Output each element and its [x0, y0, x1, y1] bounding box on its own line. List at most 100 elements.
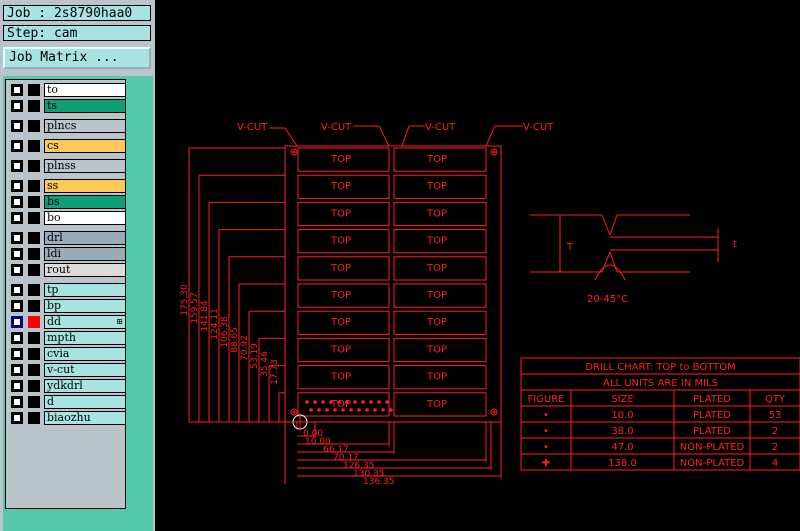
- layer-name[interactable]: plncs: [44, 119, 126, 133]
- layer-color-swatch[interactable]: [28, 84, 40, 96]
- layer-checkbox[interactable]: [11, 160, 23, 172]
- layer-name[interactable]: bp: [44, 299, 126, 313]
- layer-name[interactable]: cvia: [44, 347, 126, 361]
- expand-icon[interactable]: ⊞: [116, 317, 123, 326]
- layer-color-swatch[interactable]: [28, 212, 40, 224]
- layer-checkbox[interactable]: [11, 300, 23, 312]
- layer-checkbox[interactable]: [11, 396, 23, 408]
- layer-checkbox[interactable]: [11, 380, 23, 392]
- layer-checkbox[interactable]: [11, 284, 23, 296]
- layer-name[interactable]: plnss: [44, 159, 126, 173]
- layer-row-biaozhu[interactable]: biaozhu: [9, 411, 126, 425]
- drill-chart-cell: •: [543, 442, 549, 453]
- layer-color-swatch[interactable]: [28, 412, 40, 424]
- layer-color-swatch[interactable]: [28, 196, 40, 208]
- dimension-label: 130.35: [353, 469, 385, 479]
- layer-name[interactable]: d: [44, 395, 126, 409]
- layer-row-drl[interactable]: drl: [9, 231, 126, 245]
- layer-checkbox[interactable]: [11, 264, 23, 276]
- dimension-label: 35.46: [260, 351, 270, 377]
- layer-name[interactable]: to: [44, 83, 126, 97]
- layer-name[interactable]: drl: [44, 231, 126, 245]
- layer-color-swatch[interactable]: [28, 332, 40, 344]
- layer-row-bp[interactable]: bp: [9, 299, 126, 313]
- layer-name[interactable]: bs: [44, 195, 126, 209]
- layer-color-swatch[interactable]: [28, 120, 40, 132]
- layer-row-rout[interactable]: rout: [9, 263, 126, 277]
- layer-color-swatch[interactable]: [28, 160, 40, 172]
- layer-name[interactable]: ts: [44, 99, 126, 113]
- panel-cell: [297, 283, 390, 308]
- layer-row-dd[interactable]: dd⊞: [9, 315, 126, 329]
- layer-checkbox[interactable]: [11, 332, 23, 344]
- layer-name[interactable]: v-cut: [44, 363, 126, 377]
- layer-row-v-cut[interactable]: v-cut: [9, 363, 126, 377]
- panel-label: TOP: [330, 399, 351, 410]
- layer-name[interactable]: cs: [44, 139, 126, 153]
- layer-color-swatch[interactable]: [28, 284, 40, 296]
- layer-row-cs[interactable]: cs: [9, 139, 126, 153]
- panel-cell: [297, 229, 390, 254]
- layer-name[interactable]: tp: [44, 283, 126, 297]
- job-matrix-button[interactable]: Job Matrix ...: [3, 47, 151, 69]
- layer-row-mpth[interactable]: mpth: [9, 331, 126, 345]
- layer-checkbox[interactable]: [11, 232, 23, 244]
- layer-row-ydkdrl[interactable]: ydkdrl: [9, 379, 126, 393]
- layer-row-bo[interactable]: bo: [9, 211, 126, 225]
- layer-color-swatch[interactable]: [28, 100, 40, 112]
- panel-cell: [297, 337, 390, 363]
- layer-checkbox[interactable]: [11, 196, 23, 208]
- layer-row-tp[interactable]: tp: [9, 283, 126, 297]
- layer-color-swatch[interactable]: [28, 316, 40, 328]
- layer-name[interactable]: ss: [44, 179, 126, 193]
- layer-name[interactable]: bo: [44, 211, 126, 225]
- layer-color-swatch[interactable]: [28, 396, 40, 408]
- panel-cell: [393, 365, 487, 390]
- layer-checkbox[interactable]: [11, 248, 23, 260]
- layer-color-swatch[interactable]: [28, 364, 40, 376]
- layer-checkbox[interactable]: [11, 140, 23, 152]
- layer-name[interactable]: dd⊞: [44, 315, 126, 329]
- fiducial-dot: [333, 408, 337, 412]
- layer-color-swatch[interactable]: [28, 380, 40, 392]
- layer-row-ts[interactable]: ts: [9, 99, 126, 113]
- layer-name[interactable]: ydkdrl: [44, 379, 126, 393]
- layer-row-to[interactable]: to: [9, 83, 126, 97]
- layer-row-ss[interactable]: ss: [9, 179, 126, 193]
- layer-row-d[interactable]: d: [9, 395, 126, 409]
- drill-chart-cell: 138.0: [608, 458, 637, 469]
- tooling-hole: [490, 408, 498, 416]
- layer-checkbox[interactable]: [11, 316, 23, 328]
- tooling-hole: [290, 408, 298, 416]
- layer-checkbox[interactable]: [11, 364, 23, 376]
- layer-checkbox[interactable]: [11, 100, 23, 112]
- layer-checkbox[interactable]: [11, 120, 23, 132]
- layer-name[interactable]: biaozhu: [44, 411, 126, 425]
- layer-color-swatch[interactable]: [28, 248, 40, 260]
- panel-cell: [393, 337, 487, 363]
- layer-color-swatch[interactable]: [28, 300, 40, 312]
- fiducial-dot: [309, 408, 313, 412]
- layer-checkbox[interactable]: [11, 212, 23, 224]
- layer-name[interactable]: ldi: [44, 247, 126, 261]
- layer-color-swatch[interactable]: [28, 264, 40, 276]
- layer-color-swatch[interactable]: [28, 348, 40, 360]
- panel-label: TOP: [330, 208, 351, 219]
- layer-row-ldi[interactable]: ldi: [9, 247, 126, 261]
- fiducial-dot: [341, 408, 345, 412]
- layer-color-swatch[interactable]: [28, 180, 40, 192]
- layer-row-plncs[interactable]: plncs: [9, 119, 126, 133]
- layer-row-bs[interactable]: bs: [9, 195, 126, 209]
- layer-checkbox[interactable]: [11, 348, 23, 360]
- layer-name[interactable]: rout: [44, 263, 126, 277]
- layer-name[interactable]: mpth: [44, 331, 126, 345]
- layer-checkbox[interactable]: [11, 84, 23, 96]
- layer-checkbox[interactable]: [11, 412, 23, 424]
- layer-color-swatch[interactable]: [28, 232, 40, 244]
- layer-color-swatch[interactable]: [28, 140, 40, 152]
- layer-row-plnss[interactable]: plnss: [9, 159, 126, 173]
- layer-row-cvia[interactable]: cvia: [9, 347, 126, 361]
- drill-chart-cell: 2: [772, 426, 778, 437]
- layer-checkbox[interactable]: [11, 180, 23, 192]
